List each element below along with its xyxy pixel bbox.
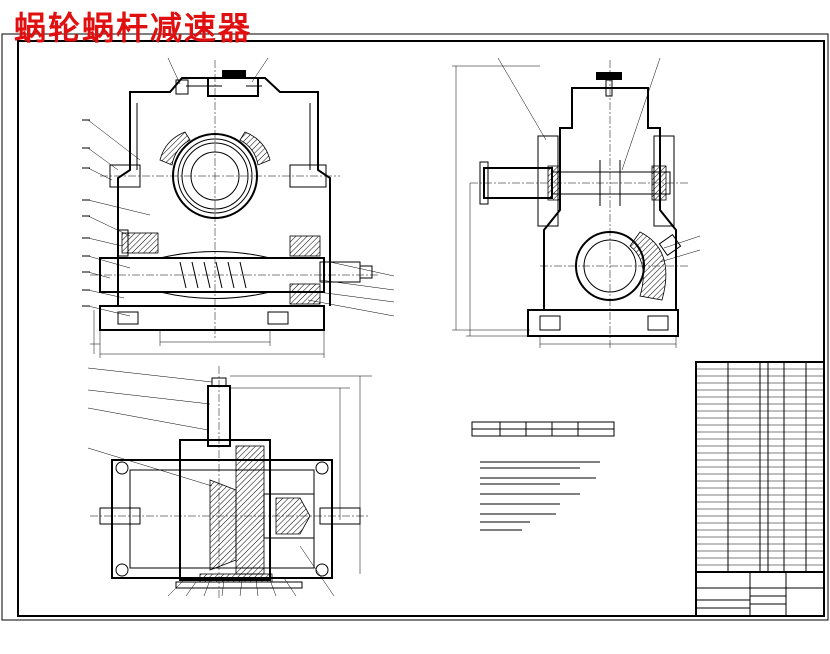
drawing-frame — [1, 33, 829, 621]
side-view — [452, 57, 701, 350]
front-view — [82, 57, 395, 358]
technical-requirements — [480, 461, 600, 531]
title-block — [695, 571, 825, 617]
parameter-table — [471, 421, 615, 437]
parts-list — [695, 361, 825, 573]
top-view — [87, 366, 372, 600]
drawing-title: 蜗轮蜗杆减速器 — [14, 9, 253, 47]
